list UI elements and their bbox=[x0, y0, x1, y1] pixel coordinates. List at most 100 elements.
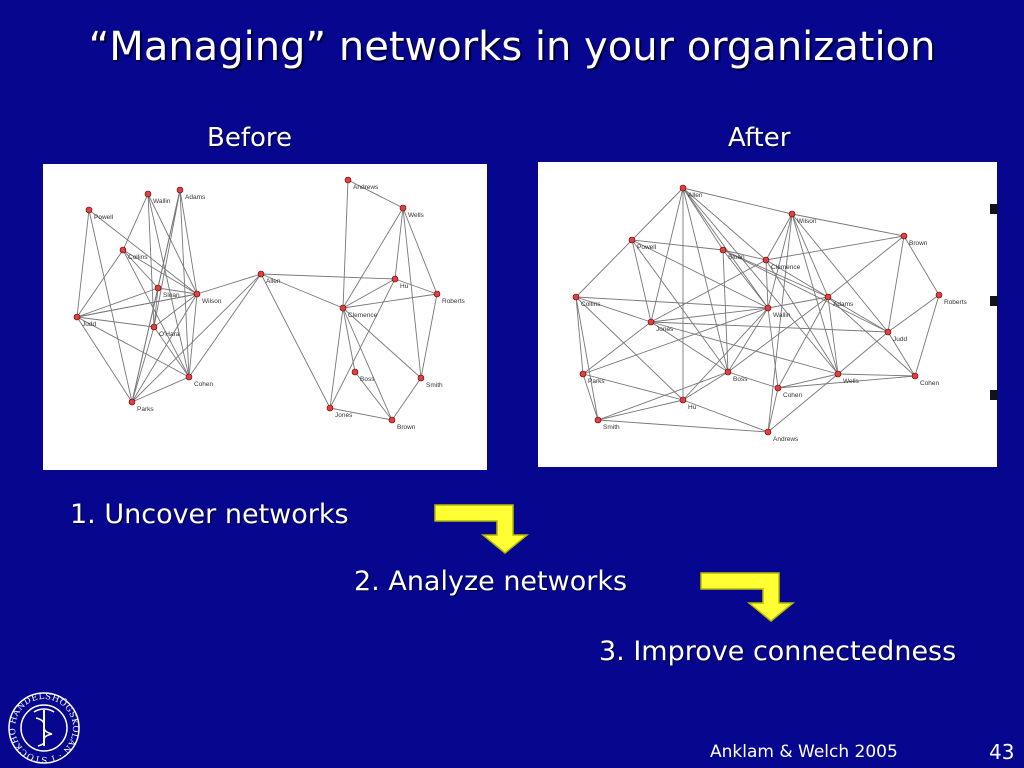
after-network-edge bbox=[631, 239, 724, 251]
before-network-node bbox=[128, 398, 136, 406]
before-network-node-label: Collins bbox=[128, 254, 148, 261]
after-network-node bbox=[788, 210, 796, 218]
after-network-node-label: Jones bbox=[656, 326, 674, 333]
after-network-node-label: Wells bbox=[843, 378, 860, 385]
before-network-edge bbox=[76, 316, 190, 378]
after-network-node-label: Judd bbox=[893, 336, 907, 343]
before-network-node bbox=[391, 275, 399, 283]
after-network-node bbox=[679, 396, 687, 404]
edge-mark bbox=[990, 296, 998, 306]
before-network-node-label: Sloan bbox=[163, 292, 180, 299]
before-network-edge bbox=[122, 249, 198, 295]
before-label: Before bbox=[207, 123, 293, 153]
after-network-node-label: Sloan bbox=[728, 254, 745, 261]
before-network-edge bbox=[153, 326, 190, 378]
after-network-node bbox=[834, 370, 842, 378]
after-network-edge bbox=[575, 296, 769, 309]
before-network-node bbox=[119, 246, 127, 254]
after-network-edge bbox=[722, 249, 767, 261]
before-network-edge bbox=[131, 376, 190, 403]
after-network-edge bbox=[727, 296, 829, 373]
after-network-edge bbox=[682, 187, 767, 261]
after-network-node bbox=[900, 232, 908, 240]
after-network-edge bbox=[650, 321, 729, 373]
after-network-node bbox=[628, 236, 636, 244]
after-network-edge bbox=[767, 296, 829, 309]
after-network-edge bbox=[631, 239, 729, 373]
before-network-edge bbox=[260, 273, 331, 409]
after-network-edge bbox=[597, 399, 684, 421]
after-network-node-label: Hu bbox=[688, 404, 697, 411]
before-network-edge bbox=[342, 207, 404, 309]
before-network-edge bbox=[354, 371, 393, 421]
after-network-node-label: Andrews bbox=[773, 436, 799, 443]
before-network-node-label: Smith bbox=[426, 382, 443, 389]
after-network-node bbox=[594, 416, 602, 424]
before-network-edge bbox=[131, 273, 262, 403]
after-network-node bbox=[935, 291, 943, 299]
after-network-edge bbox=[722, 249, 769, 309]
after-network-edge bbox=[827, 296, 916, 377]
after-network-node-label: Clemence bbox=[771, 264, 801, 271]
after-network-node bbox=[647, 318, 655, 326]
before-network-node-label: Boss bbox=[360, 376, 375, 383]
before-network-edge bbox=[420, 293, 438, 379]
before-network-edge bbox=[342, 307, 393, 421]
before-network-node bbox=[417, 374, 425, 382]
after-network-edge bbox=[791, 213, 889, 333]
after-network-edge bbox=[722, 249, 889, 333]
after-network-edge bbox=[887, 331, 916, 377]
after-network-node bbox=[579, 370, 587, 378]
after-network-edge bbox=[765, 259, 829, 298]
after-network-edge bbox=[767, 213, 793, 309]
after-network-edge bbox=[575, 296, 652, 323]
after-network-edge bbox=[765, 235, 905, 261]
before-network-node-label: Wilson bbox=[202, 298, 222, 305]
before-network-edge bbox=[76, 249, 124, 318]
before-network-edge bbox=[391, 377, 422, 421]
before-network-node-label: Jones bbox=[335, 412, 353, 419]
step-improve: 3. Improve connectedness bbox=[599, 636, 957, 667]
before-network-node bbox=[176, 186, 184, 194]
after-network-edge bbox=[765, 213, 793, 261]
after-network-node bbox=[724, 368, 732, 376]
before-network-node-label: Brown bbox=[397, 424, 416, 431]
before-network-node bbox=[73, 313, 81, 321]
after-network-edge bbox=[682, 187, 793, 215]
after-network-edge bbox=[767, 387, 779, 433]
after-network-edge bbox=[682, 307, 769, 401]
before-network-node-label: Powell bbox=[94, 214, 114, 221]
after-network-node-label: Brown bbox=[909, 240, 928, 247]
arrow-right-down-icon bbox=[434, 504, 530, 554]
before-network-node-label: Wallin bbox=[153, 198, 171, 205]
after-network-edge bbox=[767, 307, 779, 389]
edge-mark bbox=[990, 390, 998, 400]
after-network-edge bbox=[650, 259, 767, 323]
before-network-edge bbox=[342, 179, 349, 309]
before-network-edge bbox=[131, 326, 155, 403]
before-network-edge bbox=[342, 307, 422, 379]
after-network-edge bbox=[887, 294, 940, 333]
after-network-node-label: Collins bbox=[581, 301, 601, 308]
after-network-edge bbox=[631, 239, 769, 309]
before-network-edge bbox=[76, 287, 159, 318]
before-network-node bbox=[388, 416, 396, 424]
after-network-node bbox=[764, 304, 772, 312]
after-network-edge bbox=[682, 187, 839, 375]
after-network-node-label: Cohen bbox=[783, 392, 803, 399]
after-network-node-label: Boss bbox=[733, 376, 748, 383]
after-network-edge bbox=[837, 331, 889, 375]
after-network-node bbox=[884, 328, 892, 336]
after-network-edge bbox=[903, 235, 940, 296]
school-seal-logo-icon: HANDELSHÖGSKOLAN · I STOCKHOLM · bbox=[6, 690, 80, 764]
before-network-edge bbox=[260, 273, 396, 280]
after-network-node-label: Cohen bbox=[920, 380, 940, 387]
after-network-edge bbox=[827, 235, 905, 298]
after-network-node bbox=[911, 372, 919, 380]
before-network-node bbox=[351, 368, 359, 376]
before-network-node bbox=[326, 404, 334, 412]
after-network-edge bbox=[727, 307, 769, 373]
after-network-edge bbox=[777, 375, 916, 389]
after-network-edge bbox=[582, 307, 769, 375]
